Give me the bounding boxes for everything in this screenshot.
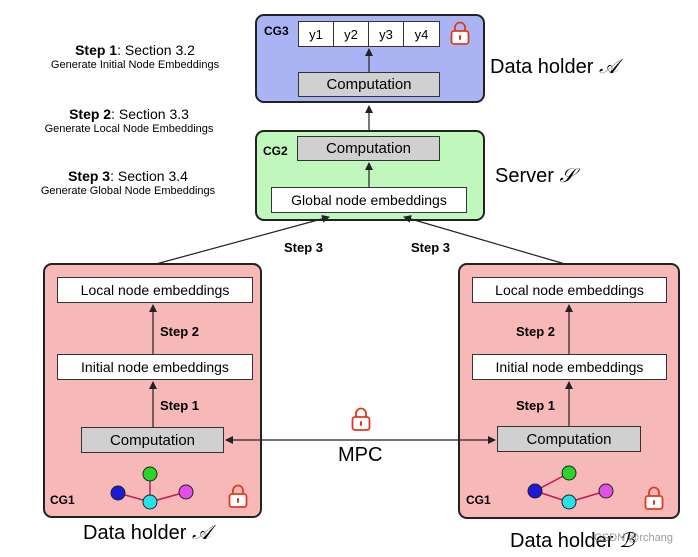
step-1-description: Step 1: Section 3.2 Generate Initial Nod…	[20, 42, 250, 71]
left-computation-box: Computation	[81, 427, 224, 453]
arrow-step3-right	[403, 215, 566, 265]
left-title-symbol: 𝒜	[191, 520, 211, 544]
left-initial-node-embeddings-box: Initial node embeddings	[57, 354, 253, 380]
cg2-title-text: Server	[495, 165, 560, 187]
mpc-label: MPC	[338, 444, 383, 466]
step-1-label: Step 1	[75, 42, 118, 58]
right-cg1-tag: CG1	[466, 493, 491, 507]
step-2-text: Generate Local Node Embeddings	[44, 123, 214, 135]
step-3-right-arrow-label: Step 3	[411, 240, 451, 255]
y4-cell: y4	[403, 21, 440, 47]
right-step-2-label: Step 2	[516, 324, 556, 339]
arrow-step3-left	[155, 214, 330, 265]
left-step-1-label: Step 1	[160, 398, 200, 413]
left-local-node-embeddings-box: Local node embeddings	[57, 277, 253, 303]
cg3-title-symbol: 𝒜	[598, 54, 618, 78]
right-title: Data holder ℬ	[510, 528, 635, 553]
right-local-node-embeddings-box: Local node embeddings	[472, 277, 667, 303]
step-1-section: : Section 3.2	[117, 42, 195, 58]
cg3-title: Data holder 𝒜	[490, 54, 618, 79]
global-node-embeddings-box: Global node embeddings	[271, 187, 467, 213]
cg3-lock-icon	[450, 21, 470, 45]
cg3-title-text: Data holder	[490, 56, 599, 78]
right-title-text: Data holder	[510, 530, 619, 552]
watermark: CSDN @rchang	[594, 532, 674, 544]
cg2-computation-box: Computation	[297, 136, 440, 161]
step-1-text: Generate Initial Node Embeddings	[50, 59, 220, 71]
left-step-2-label: Step 2	[160, 324, 200, 339]
left-title: Data holder 𝒜	[83, 520, 211, 545]
right-title-symbol: ℬ	[618, 528, 635, 552]
right-graph-icon	[527, 465, 614, 510]
mpc-lock-icon	[351, 407, 371, 431]
step-2-label: Step 2	[69, 106, 112, 122]
right-computation-box: Computation	[497, 426, 641, 452]
step-3-left-arrow-label: Step 3	[284, 240, 324, 255]
left-graph-icon	[110, 466, 194, 510]
step-2-section: : Section 3.3	[111, 106, 189, 122]
right-initial-node-embeddings-box: Initial node embeddings	[472, 354, 667, 380]
left-cg1-tag: CG1	[50, 493, 75, 507]
cg3-tag: CG3	[264, 24, 289, 38]
step-3-label: Step 3	[68, 168, 111, 184]
cg2-tag: CG2	[263, 144, 288, 158]
right-step-1-label: Step 1	[516, 398, 556, 413]
step-3-text: Generate Global Node Embeddings	[40, 185, 216, 197]
cg2-title-symbol: 𝒮	[559, 163, 575, 187]
step-3-description: Step 3: Section 3.4 Generate Global Node…	[13, 168, 243, 197]
cg2-title: Server 𝒮	[495, 163, 575, 188]
right-lock-icon	[644, 486, 664, 510]
step-2-description: Step 2: Section 3.3 Generate Local Node …	[14, 106, 244, 135]
left-title-text: Data holder	[83, 522, 192, 544]
cg3-computation-box: Computation	[298, 72, 440, 97]
left-lock-icon	[228, 484, 248, 508]
step-3-section: : Section 3.4	[110, 168, 188, 184]
